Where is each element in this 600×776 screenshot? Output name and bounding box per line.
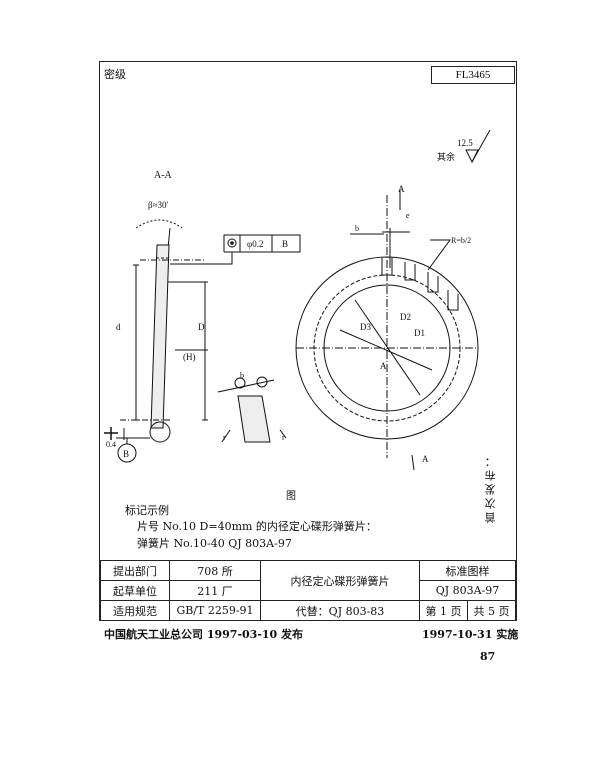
radius-label: R=b/2 [451,236,471,245]
datum-circle-label: B [123,449,129,459]
detail-r2-label: r [282,433,285,442]
total-pages-label: 共 5 页 [467,600,516,621]
ring-view [295,190,479,471]
dim-d-label: d [116,322,121,332]
dim-D-label: D [198,322,205,332]
section-label: A-A [154,170,173,181]
tolerance-value: φ0.2 [247,239,263,249]
marking-line-2: 弹簧片 No.10-40 QJ 803A-97 [137,537,292,550]
effective-date: 1997-10-31 实施 [422,628,519,641]
standard-number: QJ 803A-97 [419,580,516,601]
angle-label: β≈30' [148,200,169,210]
marking-example-title: 标记示例 [125,504,169,517]
section-view [104,219,301,463]
page-number: 87 [480,650,496,663]
thickness-label: 0.4 [106,440,116,449]
dim-H-label: (H) [183,352,196,362]
spec-label: 适用规范 [100,600,170,621]
detail-view [217,376,287,443]
cut-a-top: A [398,184,405,194]
marking-line-1: 片号 No.10 D=40mm 的内径定心碟形弹簧片： [137,520,377,533]
d2-label: D2 [400,312,411,322]
proposer-value: 708 所 [169,560,261,581]
publisher-line: 中国航天工业总公司 1997-03-10 发布 [104,628,304,641]
drafter-value: 211 厂 [169,580,261,601]
d1-label: D1 [414,328,425,338]
title-block: 提出部门 708 所 内径定心碟形弹簧片 标准图样 起草单位 211 厂 QJ … [100,560,516,621]
replace-label: 代替：QJ 803-83 [260,600,420,621]
roughness-rest-label: 其余 [437,151,455,162]
page-label: 第 1 页 [419,600,468,621]
roughness-symbol [465,129,491,164]
spec-value: GB/T 2259-91 [169,600,261,621]
document-code-box: FL3465 [431,66,515,84]
center-a-label: A [380,361,387,371]
first-release-label: 首次发布： [484,453,497,523]
detail-b-label: b [240,371,244,380]
datum-label: B [282,239,288,249]
proposer-label: 提出部门 [100,560,170,581]
cut-a-bottom: A [422,454,429,464]
drafter-label: 起草单位 [100,580,170,601]
detail-r1-label: r [223,433,226,442]
figure-label: 图 [286,491,296,502]
dim-e-label: e [406,211,410,220]
roughness-value: 12.5 [457,138,473,148]
standard-type: 标准图样 [419,560,516,581]
standard-name: 内径定心碟形弹簧片 [260,560,420,601]
secret-level-label: 密级 [104,68,126,81]
d3-label: D3 [360,322,371,332]
dim-b-label: b [355,224,359,233]
drawing-frame [99,61,517,621]
concentricity-symbol [227,238,237,248]
concentricity-dot [230,241,234,245]
